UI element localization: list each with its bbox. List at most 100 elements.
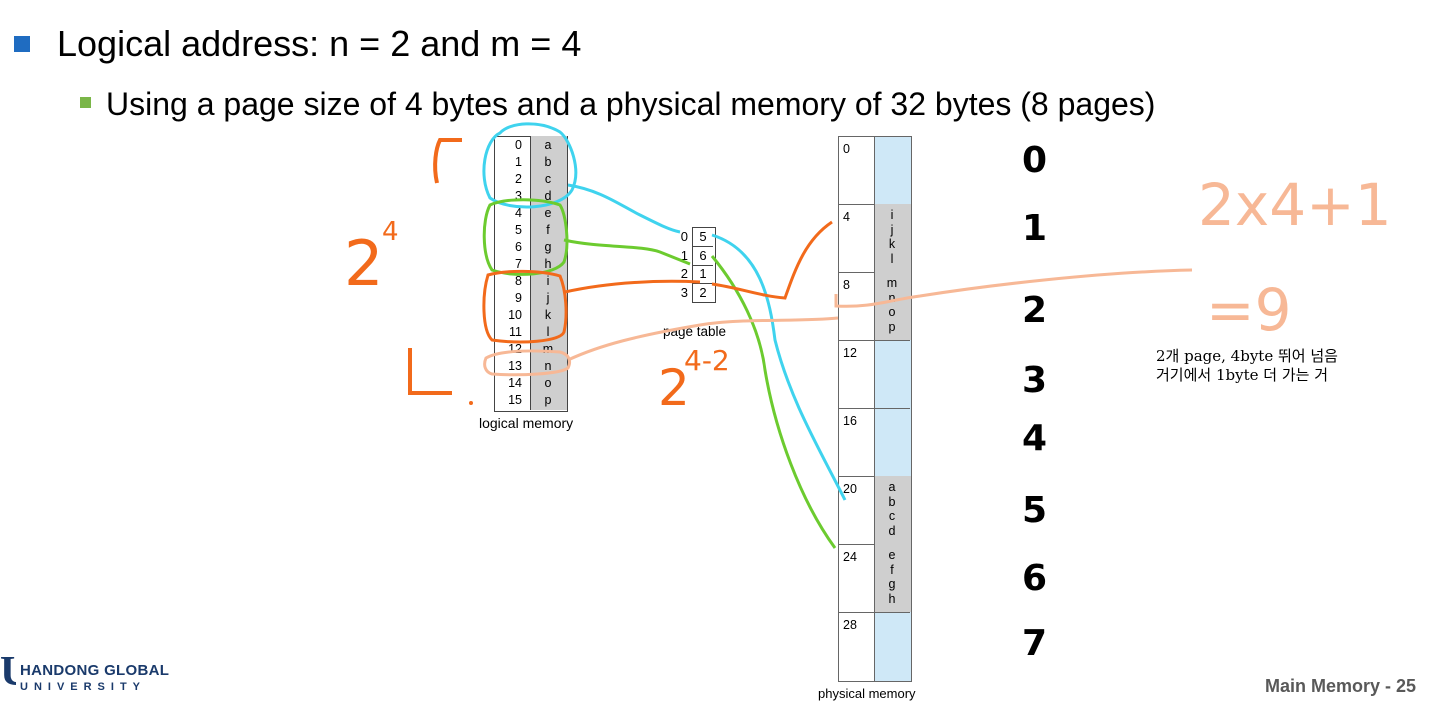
- green-link-to-pt: [563, 238, 691, 266]
- frame-divider: [838, 408, 910, 409]
- logical-address-3: 3: [515, 189, 522, 203]
- frame-number-2: 2: [1022, 290, 1047, 331]
- physical-byte: l: [890, 251, 894, 266]
- physical-address-5: 20: [843, 482, 857, 496]
- logical-byte-11: l: [546, 325, 550, 339]
- frame-fill-5: [874, 476, 912, 544]
- logical-address-4: 4: [515, 206, 522, 220]
- logical-address-15: 15: [508, 393, 522, 407]
- logical-address-9: 9: [515, 291, 522, 305]
- logical-byte-10: k: [544, 308, 552, 322]
- logical-address-0: 0: [515, 138, 522, 152]
- green-link-to-frame6: [710, 255, 837, 549]
- logical-address-14: 14: [508, 376, 522, 390]
- logical-byte-5: f: [546, 223, 550, 237]
- physical-byte: i: [890, 208, 894, 222]
- frame-fill-2: [874, 272, 912, 340]
- physical-byte: n: [888, 290, 896, 305]
- physical-byte: h: [888, 591, 896, 606]
- orange-link-to-frame1: [711, 220, 833, 300]
- logical-byte-9: j: [546, 291, 550, 305]
- two-pow-4-exponent: 4: [382, 217, 399, 247]
- physical-address-2: 8: [843, 278, 850, 292]
- logical-byte-8: i: [546, 274, 550, 288]
- cyan-link-to-frame5: [711, 233, 847, 501]
- korean-note-line-2: 거기에서 1byte 더 가는 거: [1156, 366, 1328, 384]
- frame-number-7: 7: [1022, 623, 1047, 664]
- physical-byte: c: [888, 509, 896, 523]
- orange-bracket-top: [433, 138, 462, 184]
- physical-byte: f: [890, 562, 894, 577]
- peach-link-frame2: [834, 268, 1193, 308]
- physical-address-1: 4: [843, 210, 850, 224]
- physical-address-0: 0: [843, 142, 850, 156]
- logical-address-1: 1: [515, 155, 522, 169]
- logical-address-10: 10: [508, 308, 522, 322]
- logical-byte-14: o: [544, 376, 552, 390]
- orange-dot: [469, 401, 473, 405]
- page-table-frame-3: 2: [699, 284, 707, 300]
- calc-line-1: 2x4+1: [1198, 171, 1392, 239]
- logical-byte-13: n: [544, 359, 552, 373]
- orange-link-to-pt: [564, 279, 701, 294]
- logical-address-5: 5: [515, 223, 522, 237]
- frame-number-6: 6: [1022, 558, 1047, 599]
- frame-numbers: 0 1 2 3 4 5 6 7: [1022, 140, 1047, 664]
- bullet-square-icon: [14, 36, 30, 52]
- logical-byte-6: g: [544, 240, 552, 254]
- physical-byte: o: [888, 305, 896, 319]
- page-table-frame-0: 5: [693, 228, 713, 247]
- frame-divider: [838, 340, 910, 341]
- korean-note-line-1: 2개 page, 4byte 뛰어 넘음: [1156, 347, 1338, 365]
- peach-loop-address13: [483, 349, 572, 377]
- physical-byte: g: [888, 577, 896, 591]
- calc-line-2: =9: [1206, 276, 1292, 344]
- physical-byte: k: [888, 237, 896, 251]
- page-table-index-2: 2: [680, 266, 688, 281]
- physical-byte: a: [888, 480, 896, 494]
- logical-byte-2: c: [544, 172, 552, 186]
- logical-byte-1: b: [544, 155, 552, 169]
- logical-byte-12: m: [542, 342, 554, 356]
- logical-address-2: 2: [515, 172, 522, 186]
- logo-mark: U: [0, 650, 16, 694]
- frame-number-3: 3: [1022, 360, 1047, 401]
- page-table-frame-2: 1: [693, 265, 713, 284]
- physical-memory-address-column: [838, 136, 875, 682]
- frame-fill-1: [874, 204, 912, 272]
- logical-byte-15: p: [544, 393, 552, 407]
- orange-loop-page2: [482, 269, 568, 344]
- physical-memory-caption: physical memory: [818, 686, 916, 701]
- logical-byte-3: d: [544, 189, 552, 203]
- page-table-index-3: 3: [680, 284, 688, 300]
- logical-address-13: 13: [508, 359, 522, 373]
- orange-bracket-bottom: [408, 348, 452, 395]
- logical-address-7: 7: [515, 257, 522, 271]
- physical-byte: d: [888, 523, 896, 538]
- cyan-link-to-pt: [567, 183, 681, 234]
- frame-number-1: 1: [1022, 208, 1047, 249]
- logo-text-line1: HANDONG GLOBAL: [20, 662, 170, 679]
- logo-text-line2: UNIVERSITY: [20, 681, 147, 693]
- sub-bullet-square-icon: [80, 97, 91, 108]
- frame-fill-6: [874, 544, 912, 612]
- two-pow-2-base: 2: [658, 359, 690, 417]
- frame-number-0: 0: [1022, 140, 1047, 181]
- physical-byte: b: [888, 494, 896, 509]
- physical-address-6: 24: [843, 550, 857, 564]
- physical-byte: m: [886, 276, 898, 290]
- logical-address-6: 6: [515, 240, 522, 254]
- physical-byte: p: [888, 319, 896, 334]
- physical-byte: j: [890, 222, 894, 237]
- logical-memory-caption: logical memory: [479, 415, 574, 431]
- frame-number-4: 4: [1022, 418, 1047, 459]
- cyan-loop-page0: [482, 122, 578, 209]
- slide-footer: Main Memory - 25: [1264, 676, 1416, 696]
- frame-number-5: 5: [1022, 490, 1047, 531]
- physical-address-4: 16: [843, 414, 857, 428]
- page-table-index-1: 1: [680, 247, 688, 263]
- logical-address-11: 11: [509, 325, 522, 339]
- green-loop-page1: [482, 198, 569, 276]
- page-table-index-0: 0: [680, 229, 688, 244]
